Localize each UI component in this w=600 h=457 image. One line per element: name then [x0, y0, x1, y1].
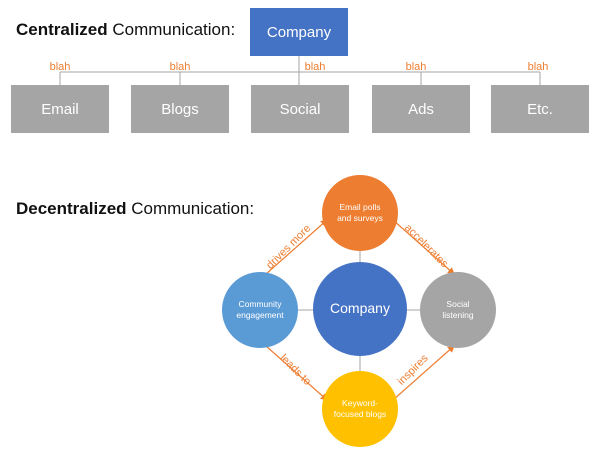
connector-label: blah: [405, 61, 427, 73]
social-listening-circle: Social listening: [420, 272, 496, 348]
email-polls-label: Email polls and surveys: [337, 202, 383, 223]
social-listening-label: Social listening: [442, 299, 474, 320]
channel-label: Etc.: [527, 100, 553, 118]
company-label: Company: [266, 23, 332, 41]
channel-label: Email: [41, 100, 79, 118]
channel-ads: Ads: [372, 85, 470, 133]
centralized-heading: Centralized Communication:: [16, 20, 235, 40]
company-circle-label: Company: [330, 300, 390, 317]
connector-label: blah: [304, 61, 326, 73]
channel-etc: Etc.: [491, 85, 589, 133]
channel-blogs: Blogs: [131, 85, 229, 133]
connector-label: blah: [49, 61, 71, 73]
company-box: Company: [250, 8, 348, 56]
channel-label: Blogs: [161, 100, 199, 118]
decentralized-heading-bold: Decentralized: [16, 199, 127, 218]
decentralized-heading: Decentralized Communication:: [16, 199, 254, 219]
connector-label: blah: [527, 61, 549, 73]
community-engagement-circle: Community engagement: [222, 272, 298, 348]
decentralized-heading-rest: Communication:: [126, 199, 255, 218]
company-circle: Company: [313, 262, 407, 356]
community-engagement-label: Community engagement: [236, 299, 284, 320]
channel-social: Social: [251, 85, 349, 133]
centralized-heading-rest: Communication:: [107, 20, 236, 39]
keyword-blogs-circle: Keyword-focused blogs: [322, 371, 398, 447]
email-polls-circle: Email polls and surveys: [322, 175, 398, 251]
channel-email: Email: [11, 85, 109, 133]
channel-label: Ads: [408, 100, 434, 118]
channel-label: Social: [279, 100, 321, 118]
centralized-heading-bold: Centralized: [16, 20, 108, 39]
keyword-blogs-label: Keyword-focused blogs: [333, 398, 387, 419]
connector-label: blah: [169, 61, 191, 73]
